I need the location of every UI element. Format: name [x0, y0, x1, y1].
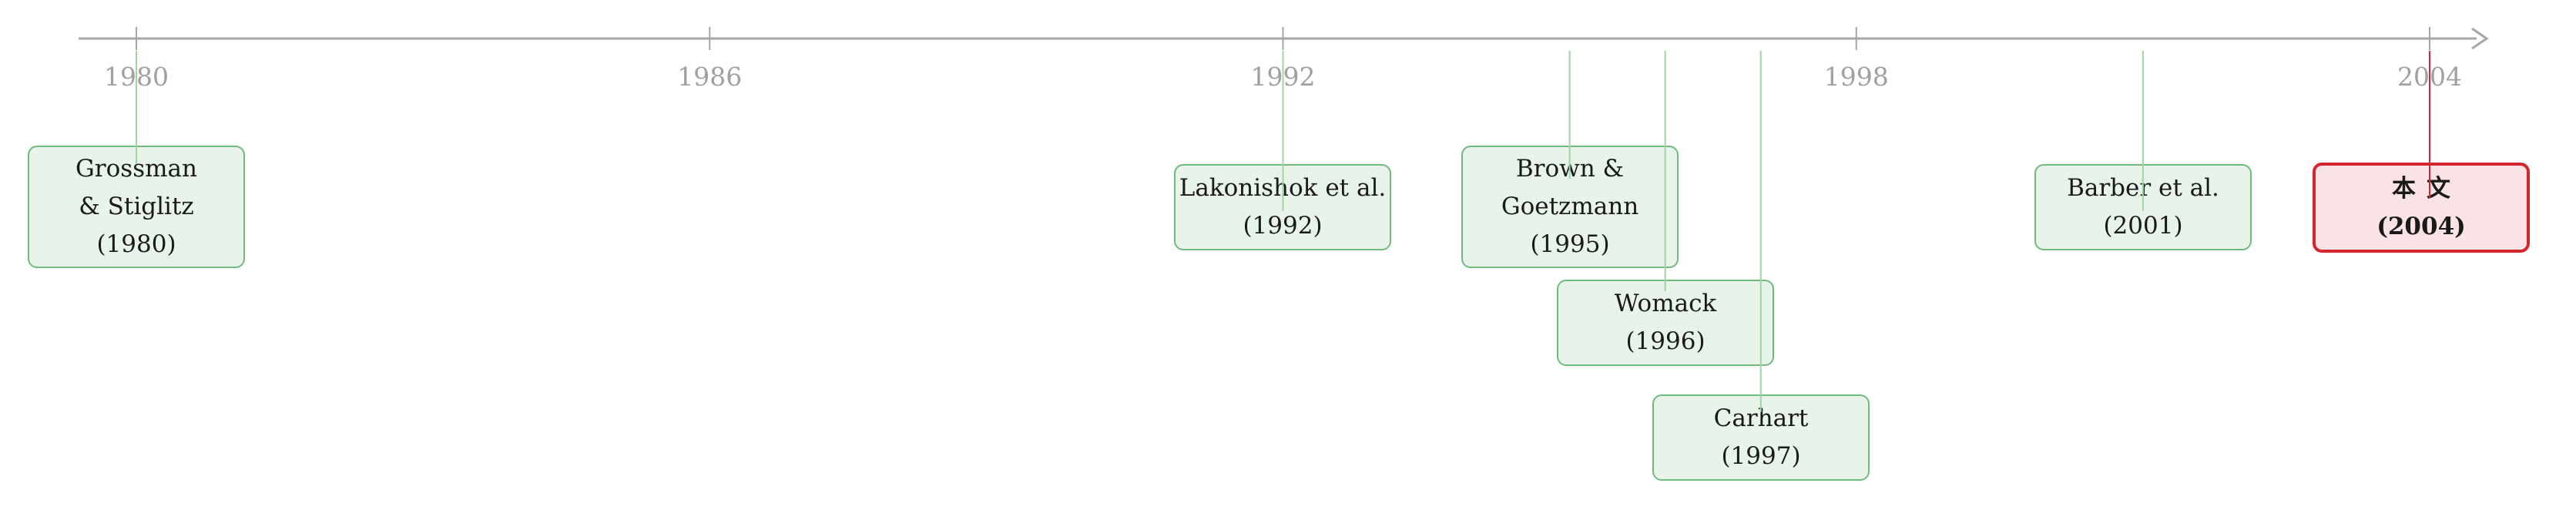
axis-arrow-icon: [2471, 27, 2489, 50]
event-text: & Stiglitz: [79, 193, 194, 220]
event-year: (1997): [1721, 442, 1801, 470]
event-text: Carhart: [1713, 404, 1809, 432]
event-lakonishok: Lakonishok et al. (1992): [1174, 164, 1391, 250]
year-ticks: [136, 27, 2430, 50]
event-year: (1980): [96, 230, 176, 258]
event-barber: Barber et al. (2001): [2034, 164, 2252, 250]
event-year: (1996): [1625, 327, 1706, 355]
year-label-1992: 1992: [1250, 62, 1316, 92]
year-label-2004: 2004: [2397, 62, 2462, 92]
event-this-paper: 本文 (2004): [2313, 163, 2530, 253]
event-carhart: Carhart (1997): [1652, 394, 1870, 481]
event-year: (2001): [2103, 212, 2183, 240]
year-label-1998: 1998: [1823, 62, 1889, 92]
event-grossman-stiglitz: Grossman & Stiglitz (1980): [28, 146, 245, 268]
event-year: (1992): [1243, 212, 1323, 240]
year-label-1986: 1986: [677, 62, 743, 92]
event-text: Womack: [1614, 290, 1717, 317]
event-text: Goetzmann: [1501, 193, 1639, 220]
event-text: Barber et al.: [2067, 174, 2219, 202]
event-text: Lakonishok et al.: [1179, 174, 1387, 202]
event-text: Brown &: [1515, 155, 1625, 183]
event-womack: Womack (1996): [1557, 280, 1774, 366]
event-text: Grossman: [75, 155, 197, 183]
event-text: 本文: [2392, 174, 2461, 203]
event-year: (2004): [2376, 212, 2466, 240]
event-year: (1995): [1530, 230, 1610, 258]
year-label-1980: 1980: [104, 62, 169, 92]
event-brown-goetzmann: Brown & Goetzmann (1995): [1461, 146, 1679, 268]
